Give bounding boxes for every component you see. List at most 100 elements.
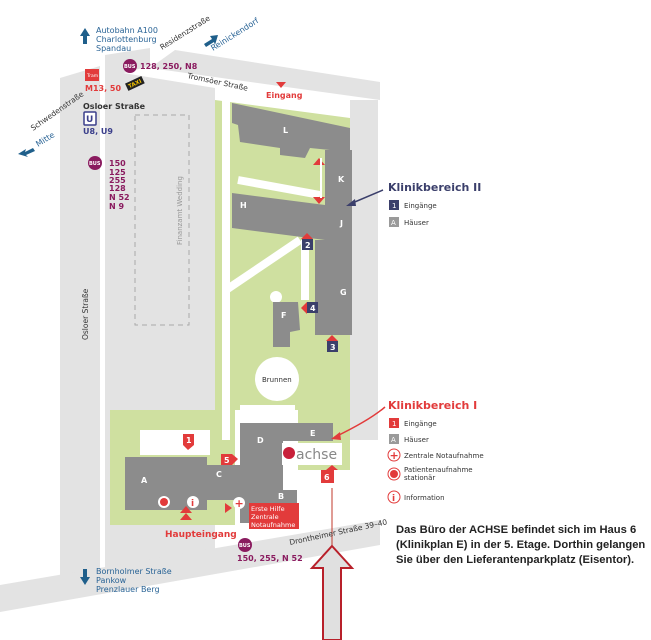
street-osloer: Osloer Straße: [81, 288, 90, 340]
house-F: [273, 302, 300, 347]
house-label-H: H: [240, 201, 247, 210]
ubahn-lines: U8, U9: [83, 127, 113, 136]
tram-badge: Tram: [86, 73, 98, 79]
bus-line: N 9: [109, 202, 124, 211]
ubahn-station: Osloer Straße: [83, 102, 146, 111]
arrow-klinikbereich-ii: [349, 189, 384, 205]
bus-icon-left: [88, 156, 102, 170]
entrance-4: 4: [310, 304, 316, 313]
house-label-D: D: [257, 436, 264, 445]
house-label-K: K: [338, 175, 345, 184]
entrance-6: 6: [324, 473, 330, 482]
bus-lines-left: 150 125 255 128 N 52 N 9: [109, 159, 130, 211]
direction-west: Mitte: [34, 130, 56, 148]
house-H: [232, 193, 325, 240]
osloer-strasse-road: [60, 66, 100, 600]
house-label-J: J: [339, 219, 343, 228]
achse-logo: achse: [282, 443, 342, 465]
house-A: [125, 457, 207, 510]
direction-north-1: Autobahn A100: [96, 26, 158, 35]
bus-line: N 52: [109, 193, 130, 202]
entrance-1: 1: [186, 436, 192, 445]
bus-badge-top: BUS: [124, 64, 136, 70]
entrance-2: 2: [305, 241, 311, 250]
legend-item: Häuser: [404, 436, 429, 444]
legend-i-title: Klinikbereich I: [388, 399, 477, 412]
legend-item: Eingänge: [404, 202, 437, 210]
house-label-L: L: [283, 126, 288, 135]
bus-badge-bottom: BUS: [239, 543, 251, 549]
achse-office-note: Das Büro der ACHSE befindet sich im Haus…: [396, 524, 646, 566]
entrance-3: 3: [330, 343, 336, 352]
house-L: [232, 103, 350, 158]
direction-arrows: [18, 28, 218, 585]
haupteingang-label: Haupteingang: [165, 530, 237, 540]
legend-item: Zentrale Notaufnahme: [404, 452, 484, 460]
legend-klinikbereich-i: Klinikbereich I 1 Eingänge A Häuser + Ze…: [387, 399, 484, 504]
legend-item: Eingänge: [404, 420, 437, 428]
street-residenz: Residenzstraße: [158, 13, 212, 51]
bus-icon-bottom: [238, 538, 252, 552]
tram-lines: M13, 50: [85, 84, 121, 93]
arrow-klinikbereich-i: [334, 406, 386, 438]
finanzamt-label: Finanzamt Wedding: [176, 176, 184, 245]
erste-hilfe-box: [249, 503, 299, 529]
legend-badge: 1: [392, 420, 396, 428]
direction-northeast: Reinickendorf: [209, 16, 260, 53]
notaufnahme-legend-icon: [387, 448, 401, 462]
legend-badge: A: [391, 219, 396, 227]
bus-line: 255: [109, 176, 126, 185]
information-legend-icon: [387, 490, 401, 504]
legend-item: Information: [404, 494, 445, 502]
entrance-markers-ii: 2 4 3: [301, 158, 338, 352]
svg-text:i: i: [392, 494, 395, 504]
direction-south-1: Bornholmer Straße: [96, 567, 172, 576]
legend-badge: A: [391, 436, 396, 444]
right-road: [350, 100, 378, 440]
bus-lines-top: 128, 250, N8: [140, 62, 198, 71]
zentrale-label: Zentrale: [251, 513, 279, 521]
bus-badge-left: BUS: [89, 161, 101, 167]
finanzamt-outline: [134, 114, 190, 326]
house-label-G: G: [340, 288, 347, 297]
legend-item: Patientenaufnahme: [404, 466, 473, 474]
eingang-label: Eingang: [266, 91, 303, 100]
taxi-icon: TAXI: [125, 76, 145, 91]
direction-north-3: Spandau: [96, 44, 131, 53]
svg-text:+: +: [235, 497, 244, 510]
direction-south-3: Prenzlauer Berg: [96, 585, 160, 594]
bus-icon-top: [123, 59, 137, 73]
legend-ii-title: Klinikbereich II: [388, 181, 481, 194]
entrance-5: 5: [224, 456, 230, 465]
house-label-C: C: [216, 470, 222, 479]
legend-item: stationär: [404, 474, 435, 482]
buildings: [125, 103, 352, 523]
drontheimer-strasse-road: [0, 520, 380, 612]
house-label-B: B: [278, 492, 284, 501]
information-icon: [187, 496, 199, 508]
notaufnahme-label: Notaufnahme: [251, 521, 295, 529]
direction-north-2: Charlottenburg: [96, 35, 157, 44]
house-label-E: E: [310, 429, 315, 438]
tromsoe-strasse-road: [150, 50, 380, 100]
arrow-northeast-icon: [204, 35, 218, 47]
bus-line: 150: [109, 159, 126, 168]
legend-badge: 1: [392, 202, 396, 210]
tram-icon: [85, 69, 99, 81]
svg-text:achse: achse: [296, 447, 337, 463]
arrow-down-icon: [80, 569, 90, 585]
bus-lines-bottom: 150, 255, N 52: [237, 554, 303, 563]
taxi-label: TAXI: [128, 79, 143, 90]
erste-hilfe-label: Erste Hilfe: [251, 505, 285, 513]
ubahn-badge: U: [86, 115, 93, 125]
brunnen-label: Brunnen: [262, 376, 292, 384]
legend-item: Häuser: [404, 219, 429, 227]
house-label-A: A: [141, 476, 148, 485]
entrance-markers-i: 1 5 6: [180, 82, 338, 520]
house-label-F: F: [281, 311, 286, 320]
svg-text:i: i: [191, 499, 194, 509]
bus-line: 128: [109, 184, 126, 193]
bus-line: 125: [109, 168, 126, 177]
house-K-J-G: [315, 150, 352, 335]
